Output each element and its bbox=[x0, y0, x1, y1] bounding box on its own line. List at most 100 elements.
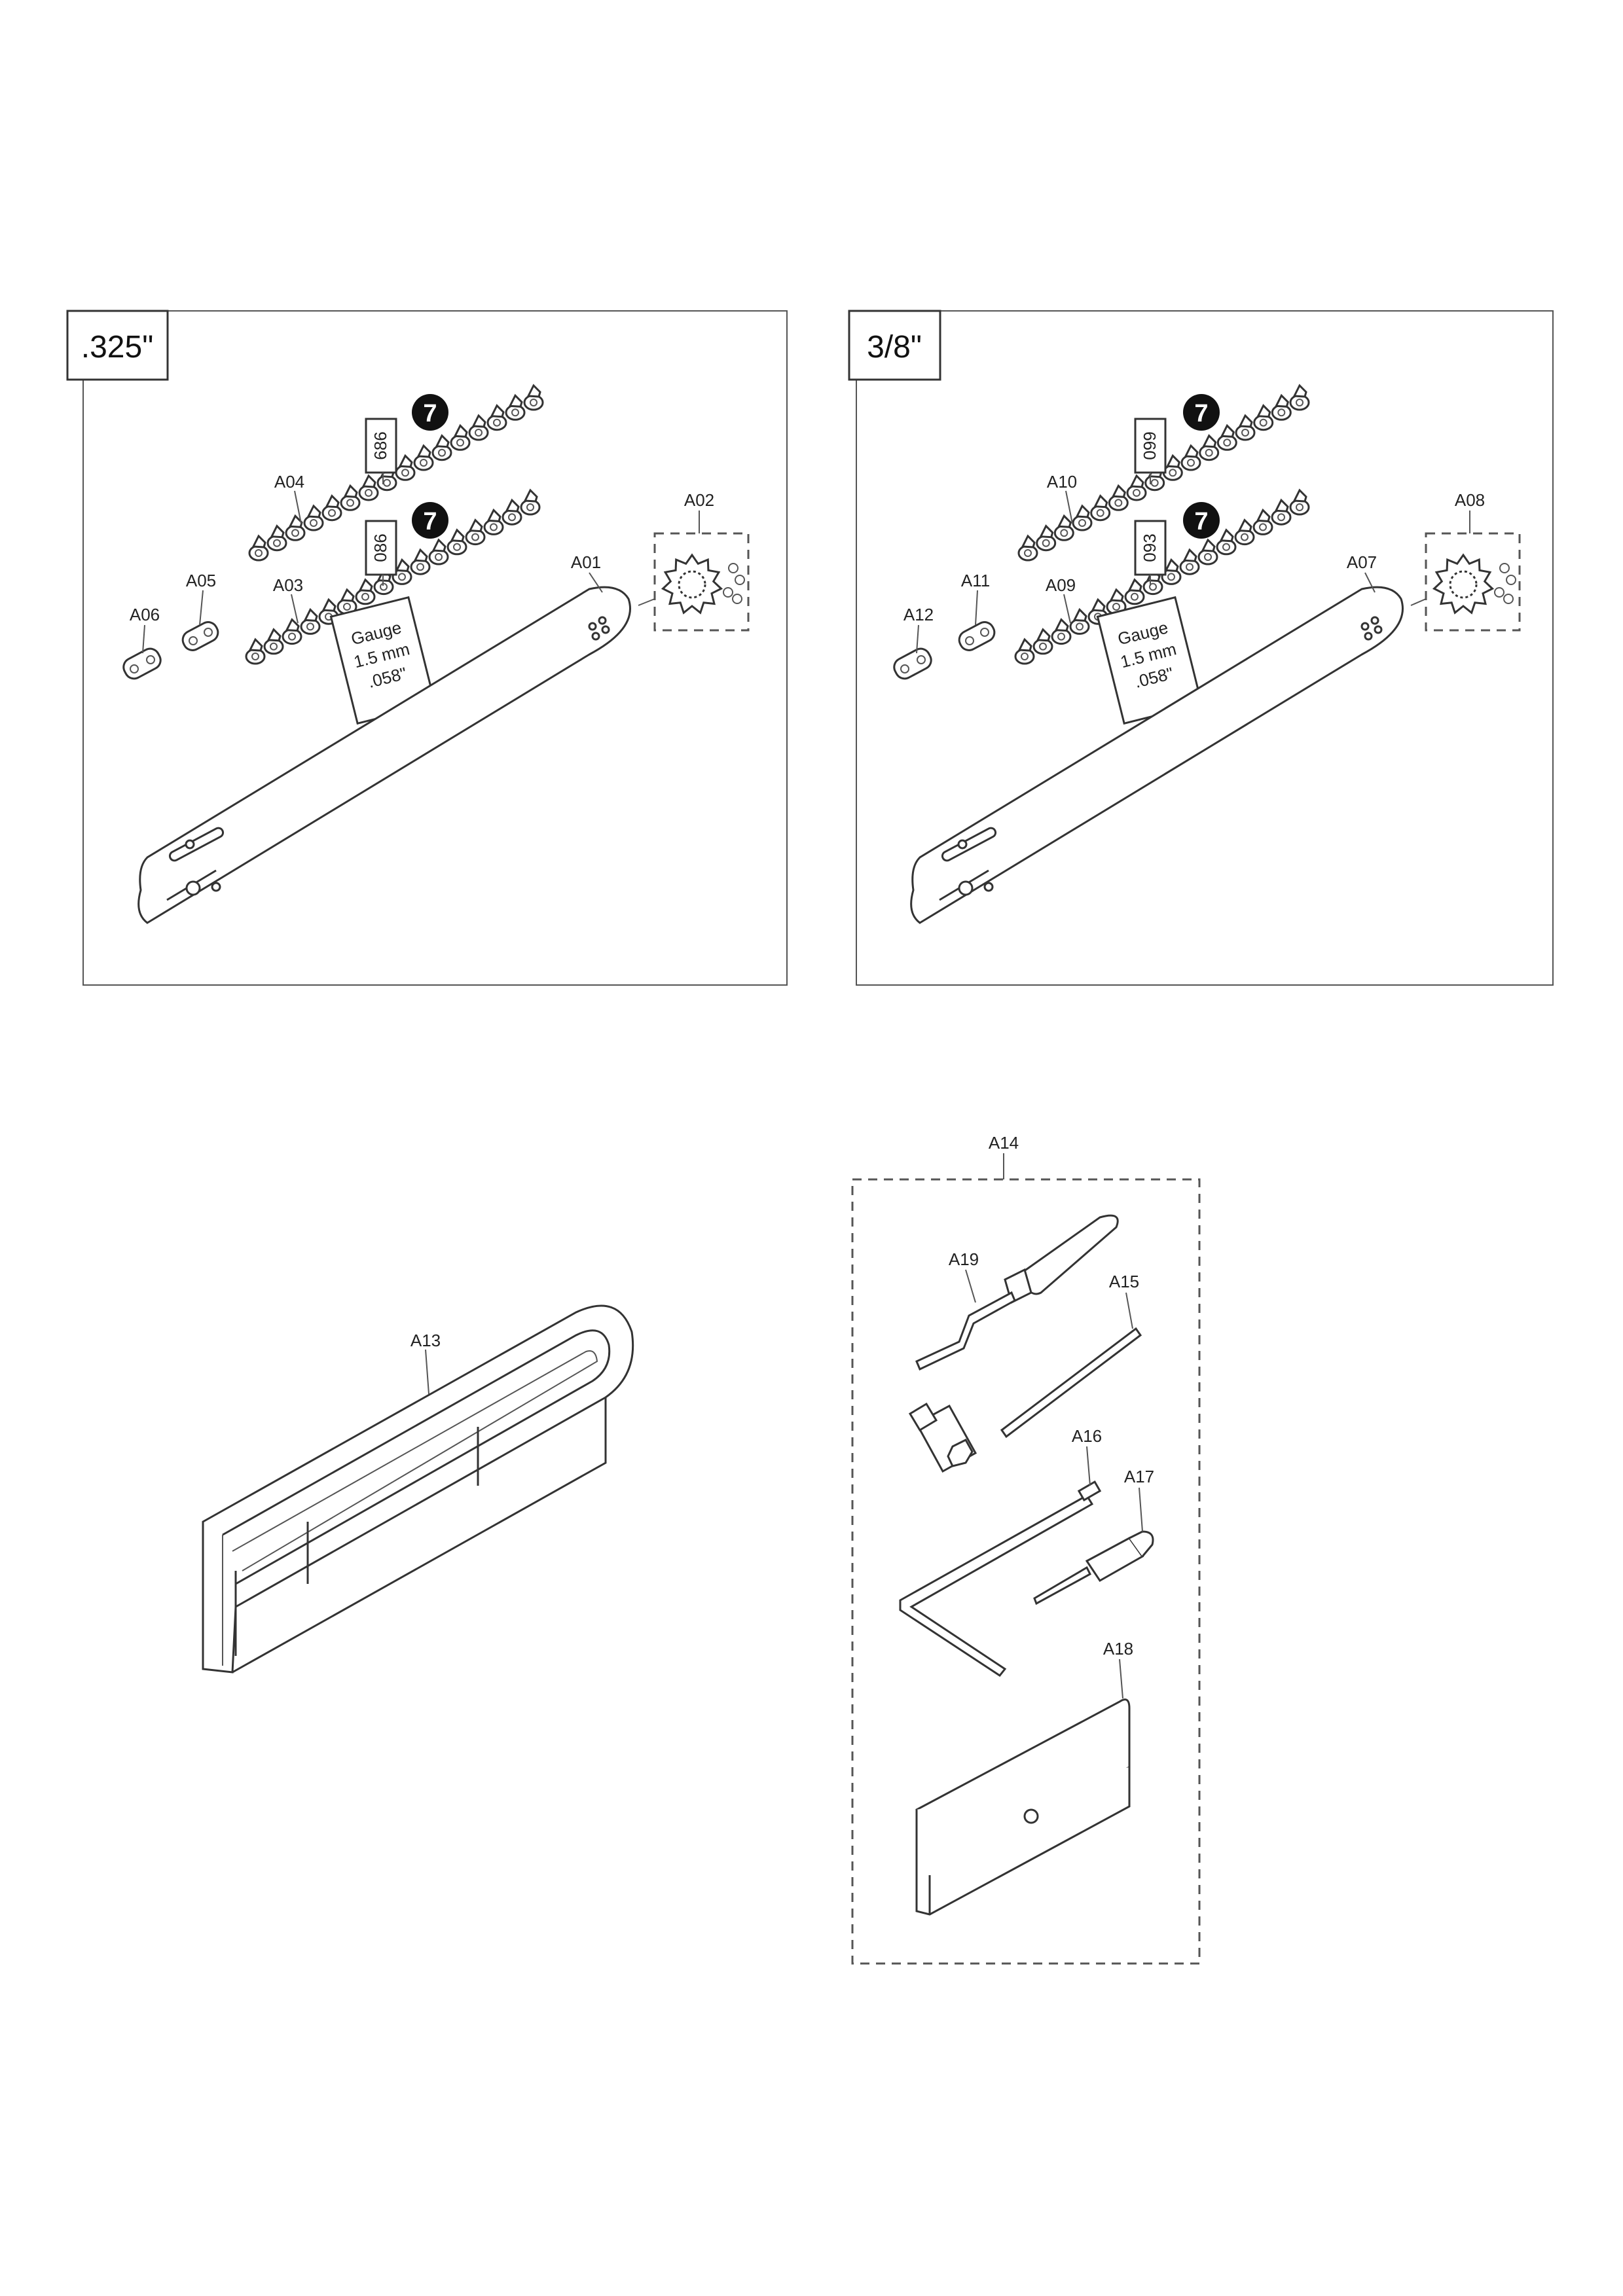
chain-link bbox=[1179, 548, 1200, 575]
chain-link bbox=[1126, 475, 1147, 501]
chain-code-top: 686 bbox=[371, 431, 390, 459]
chain-link bbox=[486, 404, 507, 431]
chain-link bbox=[248, 535, 269, 562]
chain-type-icon-bottom-number: 7 bbox=[1194, 508, 1208, 535]
chain-link bbox=[266, 525, 287, 552]
chain-link bbox=[1032, 628, 1053, 655]
chain-link bbox=[1289, 384, 1310, 411]
panel-title-box bbox=[848, 310, 941, 381]
tool-kit: A14 A19 A15 A16 bbox=[851, 1133, 1201, 1965]
sprocket-hub bbox=[1449, 570, 1478, 599]
label-link-a: A06 bbox=[130, 605, 160, 624]
sprocket-frame bbox=[653, 532, 750, 632]
label-link-b: A11 bbox=[961, 571, 990, 590]
chain-link bbox=[1216, 529, 1237, 556]
chain-link bbox=[282, 619, 302, 645]
chain-link bbox=[245, 638, 266, 665]
chain-link bbox=[428, 539, 449, 565]
label-sprocket: A02 bbox=[684, 490, 714, 510]
chain-link bbox=[1036, 525, 1057, 552]
panel-title-box bbox=[66, 310, 169, 381]
label-link-b: A05 bbox=[186, 571, 216, 590]
label-sprocket: A08 bbox=[1455, 490, 1485, 510]
chain-link bbox=[520, 489, 541, 516]
combination-spanner bbox=[908, 1402, 977, 1473]
panel-frame bbox=[82, 310, 788, 986]
chain-link bbox=[1053, 514, 1074, 541]
chain-link bbox=[1252, 509, 1273, 535]
label-chain-bottom: A09 bbox=[1046, 575, 1076, 595]
chain-link bbox=[1014, 638, 1035, 665]
chain-link bbox=[263, 628, 284, 655]
chain-link bbox=[355, 579, 376, 605]
chain-link bbox=[1271, 394, 1292, 421]
chain-link bbox=[1289, 489, 1310, 516]
tool-kit-frame bbox=[851, 1178, 1201, 1965]
file: A15 bbox=[1000, 1272, 1142, 1439]
chain-link bbox=[413, 444, 434, 471]
chain-link bbox=[340, 484, 361, 511]
label-link-a: A12 bbox=[903, 605, 934, 624]
chain-link bbox=[395, 454, 416, 481]
chain-code-box-top bbox=[365, 418, 397, 474]
label-screwdriver: A17 bbox=[1124, 1467, 1154, 1486]
sprocket-frame bbox=[1425, 532, 1521, 632]
bar-cover: A13 bbox=[202, 1304, 634, 1674]
chain-link bbox=[1090, 495, 1111, 522]
chain-type-icon-bottom-number: 7 bbox=[423, 508, 437, 535]
chain-link bbox=[501, 499, 522, 526]
chain-link bbox=[1051, 619, 1072, 645]
allen-key: A16 bbox=[899, 1426, 1102, 1677]
chain-type-icon-bottom bbox=[1183, 502, 1220, 539]
guide-bar bbox=[137, 586, 631, 924]
label-bar: A07 bbox=[1347, 552, 1377, 572]
sprocket-hub bbox=[678, 570, 706, 599]
chain-link bbox=[468, 414, 489, 441]
sprocket bbox=[661, 553, 723, 615]
chain-type-icon-top-number: 7 bbox=[1194, 400, 1208, 427]
chain-type-icon-bottom bbox=[412, 502, 448, 539]
chain-link bbox=[465, 519, 486, 546]
chain-link bbox=[321, 495, 342, 522]
chain-link bbox=[300, 608, 321, 635]
chain-link bbox=[1069, 608, 1090, 635]
tool-case: A18 bbox=[915, 1639, 1133, 1916]
chain-type-icon-top-number: 7 bbox=[423, 400, 437, 427]
chain-code-bottom: 093 bbox=[1140, 533, 1159, 562]
chain-link bbox=[303, 505, 324, 531]
chain-code-top: 099 bbox=[1140, 431, 1159, 459]
chain-link bbox=[1180, 444, 1201, 471]
chain-link bbox=[1197, 539, 1218, 565]
sprocket bbox=[1432, 553, 1495, 615]
chain-link bbox=[1124, 579, 1145, 605]
label-allen-key: A16 bbox=[1072, 1426, 1102, 1446]
screwdriver: A17 bbox=[1033, 1467, 1154, 1605]
label-chain-top: A10 bbox=[1047, 472, 1077, 492]
connecting-link-a bbox=[893, 647, 932, 680]
chain-link bbox=[285, 514, 306, 541]
panel-title: 3/8" bbox=[867, 330, 922, 365]
chain-link bbox=[1271, 499, 1292, 526]
chain-code-box-bottom bbox=[365, 520, 397, 576]
label-tool-kit: A14 bbox=[989, 1133, 1019, 1153]
connecting-link-b bbox=[958, 621, 996, 651]
chain-link bbox=[505, 394, 526, 421]
chain-link bbox=[1199, 435, 1220, 461]
label-chain-bottom: A03 bbox=[273, 575, 303, 595]
chain-link bbox=[1017, 535, 1038, 562]
label-bar-cover: A13 bbox=[410, 1331, 441, 1350]
panel-325: .325" 686 086 7 7 Gauge 1.5 mm .058" bbox=[66, 310, 788, 986]
label-bar: A01 bbox=[571, 552, 601, 572]
label-file: A15 bbox=[1109, 1272, 1139, 1291]
chain-code-bottom: 086 bbox=[371, 533, 390, 562]
panel-frame bbox=[856, 310, 1554, 986]
chain-link bbox=[1235, 414, 1256, 441]
chain-link bbox=[523, 384, 544, 411]
chain-link bbox=[1253, 404, 1274, 431]
label-file-handle: A19 bbox=[949, 1249, 979, 1269]
guide-bar bbox=[910, 586, 1404, 924]
chain-link bbox=[447, 529, 467, 556]
chain-link bbox=[410, 548, 431, 575]
label-tool-case: A18 bbox=[1103, 1639, 1133, 1659]
